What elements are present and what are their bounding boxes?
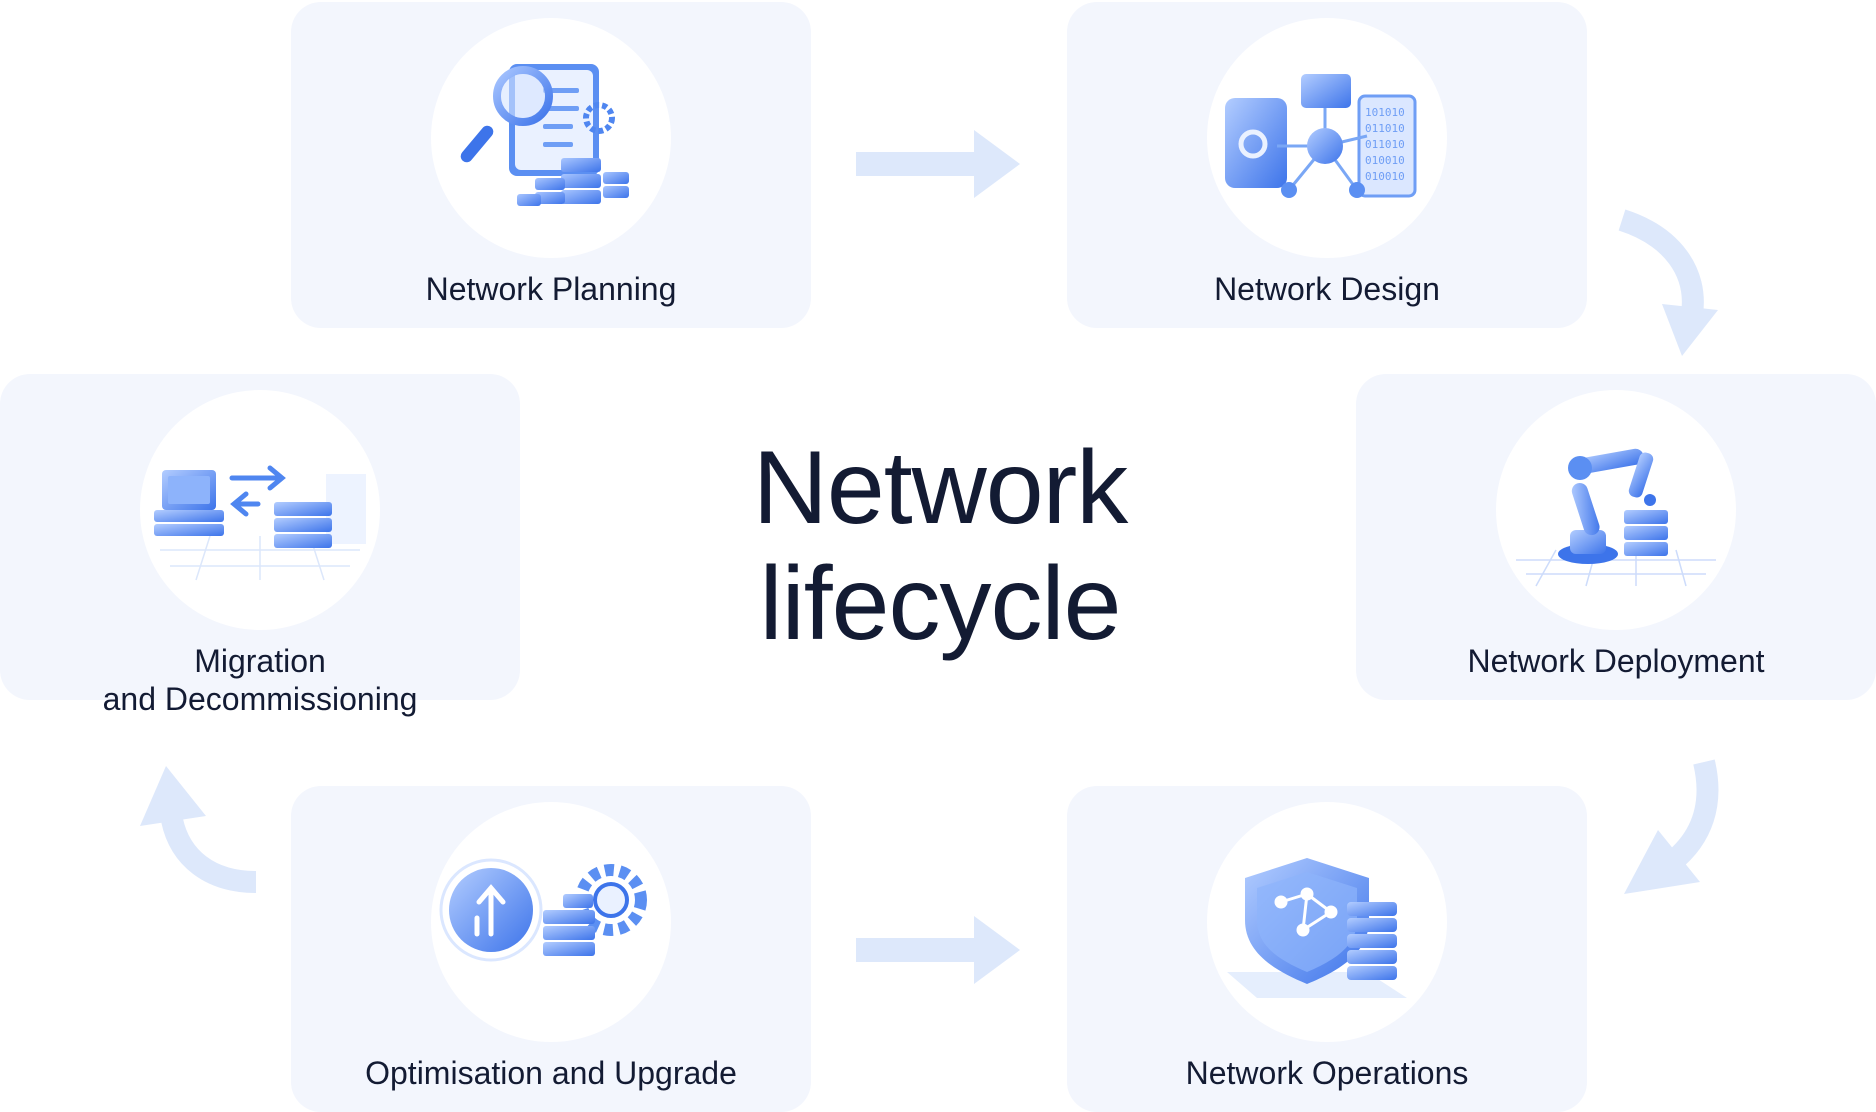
magnifier-checklist-servers-icon bbox=[431, 18, 671, 258]
stage-label: Optimisation and Upgrade bbox=[365, 1055, 737, 1091]
arrow-planning-to-design bbox=[856, 130, 1020, 198]
stage-label-line-1: Migration bbox=[194, 643, 326, 679]
stage-card-network-planning: Network Planning bbox=[291, 2, 811, 328]
arrow-design-to-deployment bbox=[1618, 209, 1718, 356]
svg-text:011010: 011010 bbox=[1365, 138, 1405, 151]
stage-card-network-operations: Network Operations bbox=[1067, 786, 1587, 1112]
stage-label: Network Operations bbox=[1185, 1055, 1469, 1091]
blueprint-network-topology-icon: 101010 011010 011010 010010 010010 bbox=[1207, 18, 1447, 258]
diagram-title: Network lifecycle bbox=[660, 430, 1220, 662]
arrow-operations-to-optimisation bbox=[856, 916, 1020, 984]
stage-card-optimisation-and-upgrade: Optimisation and Upgrade bbox=[291, 786, 811, 1112]
svg-text:101010: 101010 bbox=[1365, 106, 1405, 119]
arrow-optimisation-to-migration bbox=[140, 766, 257, 893]
stage-label-line-2: and Decommissioning bbox=[102, 681, 418, 717]
upgrade-arrow-gear-icon bbox=[431, 802, 671, 1042]
title-line-2: lifecycle bbox=[759, 546, 1122, 662]
stage-card-network-design: 101010 011010 011010 010010 010010 Netwo… bbox=[1067, 2, 1587, 328]
stage-label: Migration and Decommissioning bbox=[0, 642, 520, 718]
shield-servers-icon bbox=[1207, 802, 1447, 1042]
svg-text:011010: 011010 bbox=[1365, 122, 1405, 135]
stage-card-migration-and-decommissioning: Migration and Decommissioning bbox=[0, 374, 520, 717]
stage-label: Network Deployment bbox=[1467, 643, 1765, 679]
arrow-deployment-to-operations bbox=[1624, 759, 1719, 894]
stage-label: Network Design bbox=[1214, 271, 1440, 307]
robotic-arm-servers-icon bbox=[1496, 390, 1736, 630]
stage-card-network-deployment: Network Deployment bbox=[1356, 374, 1876, 700]
stage-label: Network Planning bbox=[425, 271, 677, 307]
svg-text:010010: 010010 bbox=[1365, 170, 1405, 183]
title-line-1: Network bbox=[752, 430, 1128, 546]
server-migration-icon bbox=[140, 390, 380, 630]
svg-text:010010: 010010 bbox=[1365, 154, 1405, 167]
